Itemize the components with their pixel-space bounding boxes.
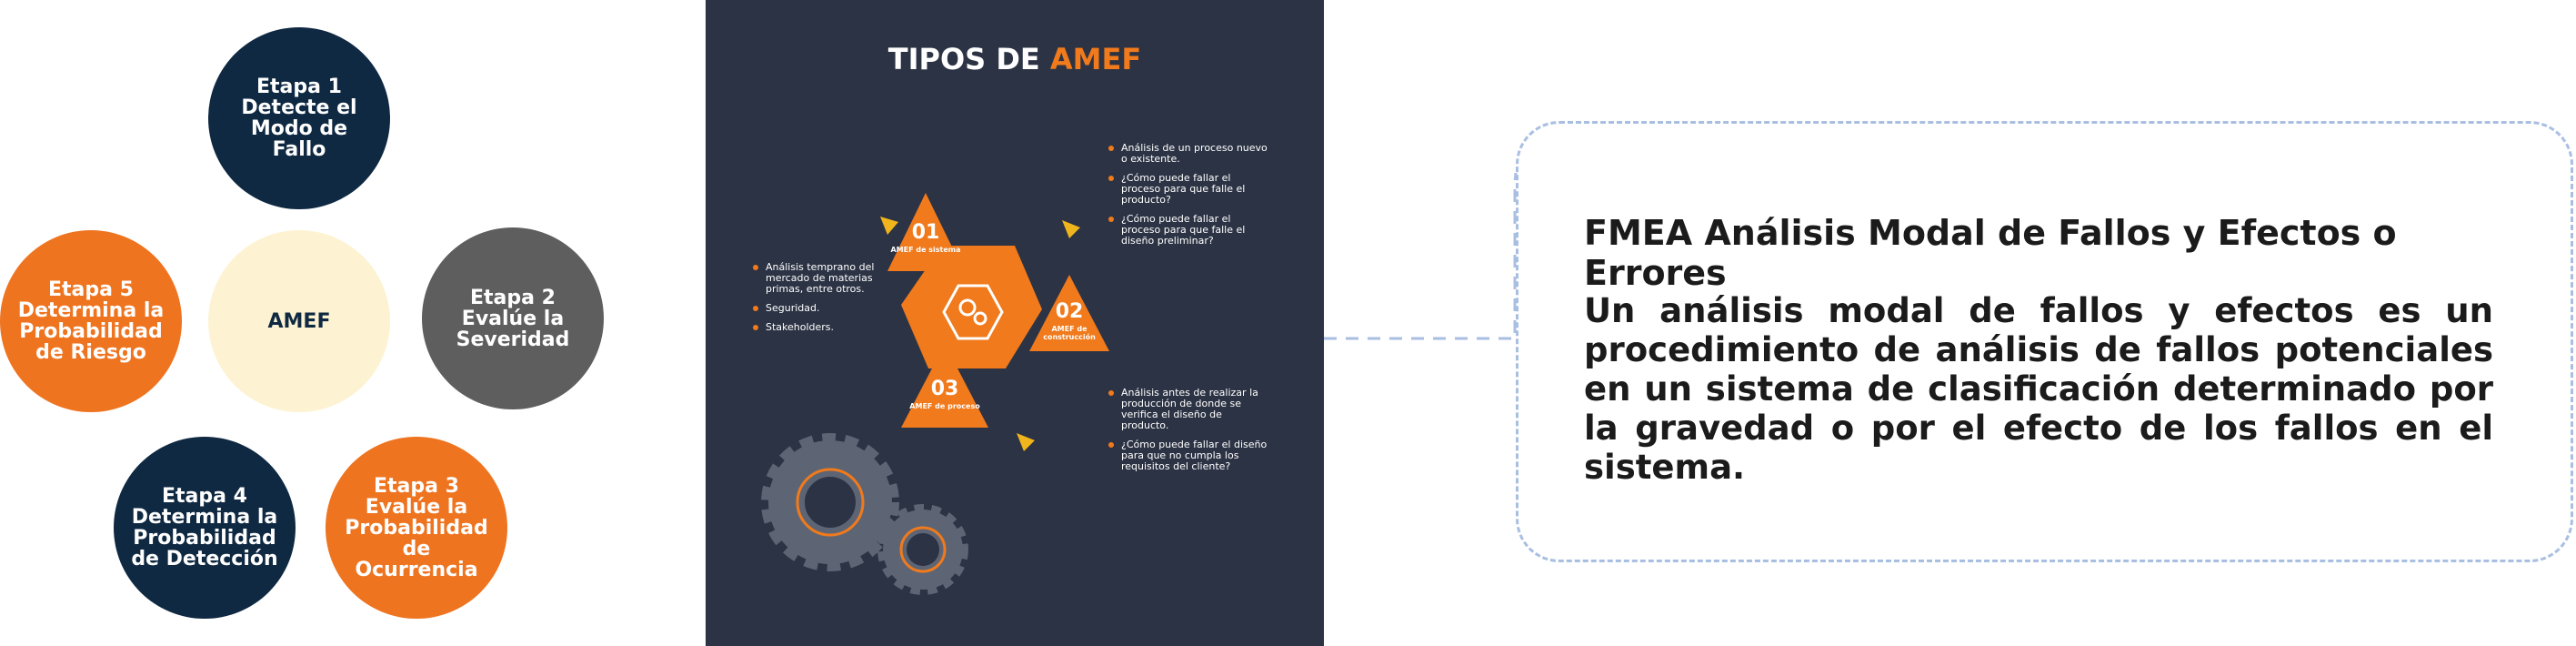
triangle-02 — [1029, 275, 1109, 351]
type-02-number: 02 — [1055, 300, 1084, 323]
stage-3-label: Etapa 3 Evalúe la Probabilidad de Ocurre… — [345, 474, 488, 581]
gears-icon — [958, 298, 987, 326]
stage-1-circle: Etapa 1 Detecte el Modo de Fallo — [208, 27, 390, 209]
bullet-item: Seguridad. — [753, 303, 898, 314]
panel-graphics — [761, 193, 1109, 595]
arrow-accent-3 — [1017, 433, 1035, 451]
bullet-item: ¿Cómo puede fallar el diseño para que no… — [1108, 439, 1272, 472]
dashed-connector — [1324, 172, 1518, 340]
type-01-number: 01 — [911, 221, 940, 244]
bullets-bottom-right: Análisis antes de realizar la producción… — [1108, 388, 1272, 480]
center-circle: AMEF — [208, 230, 390, 412]
stage-5-label: Etapa 5 Determina la Probabilidad de Rie… — [17, 278, 165, 364]
fmea-info-box — [1516, 121, 2573, 562]
fmea-description: Un análisis modal de fallos y efectos es… — [1584, 291, 2493, 487]
triangle-03 — [901, 344, 988, 428]
stage-2-circle: Etapa 2 Evalúe la Severidad — [422, 227, 604, 409]
type-01-label: AMEF de sistema — [890, 246, 961, 254]
amef-types-panel: TIPOS DE AMEF 01 AMEF de sistema 02 AMEF… — [706, 0, 1324, 646]
bullet-item: Análisis de un proceso nuevo o existente… — [1108, 143, 1272, 165]
panel-title-main: TIPOS DE — [887, 42, 1050, 76]
stage-4-label: Etapa 4 Determina la Probabilidad de Det… — [131, 485, 278, 570]
bullets-left: Análisis temprano del mercado de materia… — [753, 262, 898, 341]
stage-1-label: Etapa 1 Detecte el Modo de Fallo — [241, 76, 357, 161]
stage-5-circle: Etapa 5 Determina la Probabilidad de Rie… — [0, 230, 182, 412]
type-02-label: AMEF de construcción — [1043, 325, 1096, 341]
triangle-01 — [887, 193, 964, 271]
bullet-item: ¿Cómo puede fallar el proceso para que f… — [1108, 173, 1272, 206]
arrow-accent-2 — [1062, 220, 1080, 238]
gear-icon-small — [877, 504, 968, 595]
gear-icon-large — [761, 433, 899, 571]
panel-title-accent: AMEF — [1049, 42, 1142, 76]
type-03-number: 03 — [930, 378, 959, 400]
center-label: AMEF — [267, 309, 331, 333]
panel-title: TIPOS DE AMEF — [706, 42, 1324, 76]
type-03-label: AMEF de proceso — [909, 402, 980, 410]
stage-2-label: Etapa 2 Evalúe la Severidad — [456, 286, 570, 351]
bullets-top-right: Análisis de un proceso nuevo o existente… — [1108, 143, 1272, 255]
bullet-item: ¿Cómo puede fallar el proceso para que f… — [1108, 214, 1272, 247]
bullet-item: Stakeholders. — [753, 322, 898, 333]
fmea-title: FMEA Análisis Modal de Fallos y Efectos … — [1584, 213, 2397, 293]
stage-3-circle: Etapa 3 Evalúe la Probabilidad de Ocurre… — [326, 437, 507, 619]
arrow-accent-1 — [880, 217, 898, 235]
bullet-item: Análisis antes de realizar la producción… — [1108, 388, 1272, 431]
bullet-item: Análisis temprano del mercado de materia… — [753, 262, 898, 295]
stage-4-circle: Etapa 4 Determina la Probabilidad de Det… — [114, 437, 296, 619]
